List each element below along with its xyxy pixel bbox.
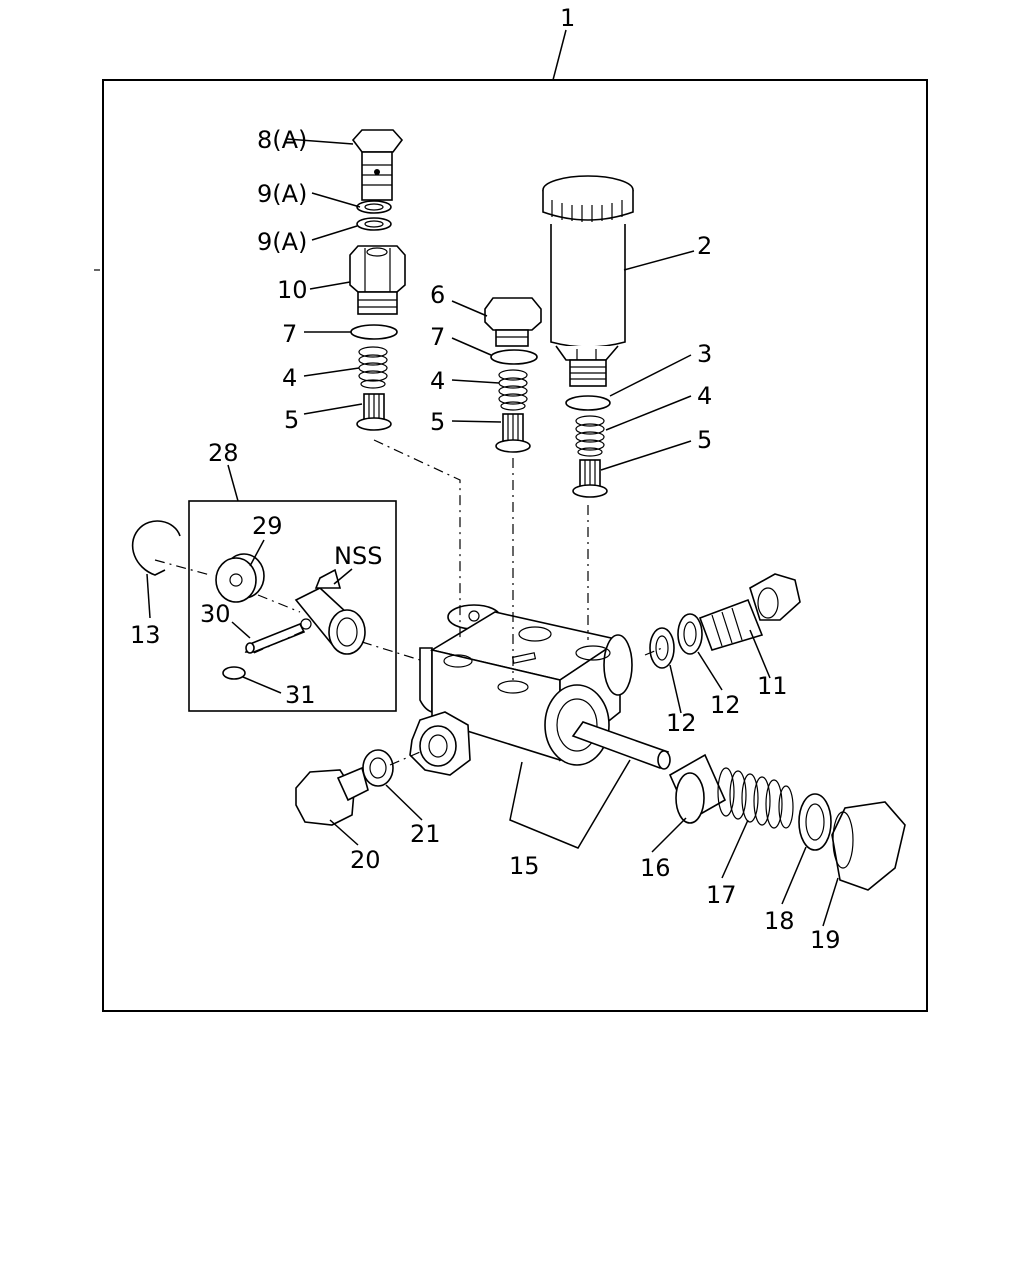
pump-body-part [409,604,671,776]
callout-3: 3 [697,340,712,368]
spring-right-part [575,415,605,457]
o-ring-middle-part [490,349,538,365]
valve-right-part [572,459,608,498]
washer-lower-part [356,217,392,231]
callout-31: 31 [285,681,316,709]
kit-frame [188,500,397,712]
pin-part [244,622,306,654]
callout-1: 1 [560,4,575,32]
callout-16: 16 [640,854,671,882]
washer-left-part [362,749,394,787]
callout-7-left: 7 [282,320,297,348]
callout-5-right: 5 [697,426,712,454]
callout-18: 18 [764,907,795,935]
callout-4-middle: 4 [430,367,445,395]
callout-7-middle: 7 [430,323,445,351]
callout-6: 6 [430,281,445,309]
priming-pump-part [542,175,634,387]
callout-9a-upper: 9(A) [257,180,307,208]
gasket-outer-part [677,613,703,655]
callout-11: 11 [757,672,788,700]
o-ring-left-part [350,324,398,340]
washer-upper-part [356,200,392,214]
tappet-part [294,568,366,655]
valve-left-part [356,393,392,431]
callout-nss: NSS [334,542,382,570]
spring-lower-part [717,767,794,829]
callout-13: 13 [130,621,161,649]
holder-part [349,245,406,315]
banjo-bolt-part [351,129,404,201]
callout-12-outer: 12 [710,691,741,719]
callout-19: 19 [810,926,841,954]
callout-8a: 8(A) [257,126,307,154]
callout-12-inner: 12 [666,709,697,737]
callout-4-right: 4 [697,382,712,410]
washer-lower-right-part [798,793,832,851]
callout-30: 30 [200,600,231,628]
callout-17: 17 [706,881,737,909]
o-ring-right-part [565,395,611,411]
piston-part [668,753,727,824]
callout-4-left: 4 [282,364,297,392]
callout-10: 10 [277,276,308,304]
callout-20: 20 [350,846,381,874]
assembly-frame [102,79,928,1012]
spring-left-part [358,346,388,389]
callout-5-left: 5 [284,406,299,434]
roller-part [215,553,265,603]
banjo-connector-part [698,573,801,651]
callout-9a-lower: 9(A) [257,228,307,256]
plug-bolt-part [484,297,542,347]
snap-ring-part [131,520,181,576]
callout-29: 29 [252,512,283,540]
callout-5-middle: 5 [430,408,445,436]
callout-28: 28 [208,439,239,467]
drain-bolt-part [295,766,369,826]
spring-middle-part [498,369,528,411]
plug-cap-part [831,801,906,891]
callout-21: 21 [410,820,441,848]
valve-middle-part [495,413,531,453]
plate-part [222,666,246,680]
callout-2: 2 [697,232,712,260]
callout-15: 15 [509,852,540,880]
gasket-inner-part [649,627,675,669]
